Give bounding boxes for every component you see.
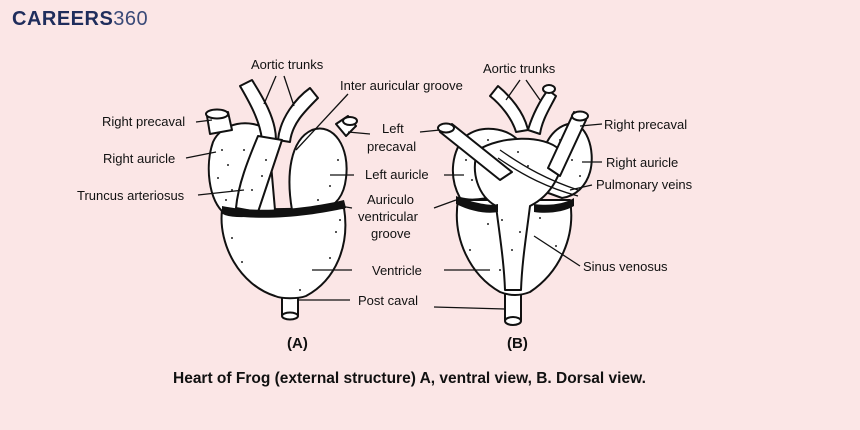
leader-right-precaval-a bbox=[195, 119, 213, 123]
aortic-trunk-left-b bbox=[489, 85, 529, 133]
brand-number: 360 bbox=[113, 8, 149, 30]
label-right-precaval-b: Right precaval bbox=[604, 117, 687, 132]
leader-av-b bbox=[433, 199, 457, 209]
label-post-caval: Post caval bbox=[358, 293, 418, 308]
av-groove-band-b bbox=[456, 196, 498, 213]
label-ventricle: Ventricle bbox=[372, 263, 422, 278]
leader-pulmonary-b bbox=[569, 184, 593, 191]
leader-aortic-b-2 bbox=[525, 79, 541, 101]
post-caval-opening-b bbox=[504, 316, 522, 326]
stipple-a bbox=[217, 149, 341, 291]
right-precaval-opening-a bbox=[205, 108, 229, 120]
aortic-trunk-right-a bbox=[239, 79, 277, 141]
label-auriculo-line3: groove bbox=[371, 226, 411, 241]
aortic-trunk-opening-b bbox=[542, 84, 556, 94]
sublabel-b: (B) bbox=[507, 335, 528, 352]
ventricle-a bbox=[220, 207, 347, 300]
leader-left-precaval-b bbox=[419, 129, 441, 133]
leader-left-precaval-a bbox=[347, 131, 371, 135]
left-precaval-opening-b bbox=[437, 122, 455, 134]
label-auriculo-line1: Auriculo bbox=[367, 192, 414, 207]
label-left-precaval-line1: Left bbox=[382, 121, 404, 136]
aortic-trunk-left-a bbox=[277, 87, 319, 143]
pulmonary-vein-b-1 bbox=[499, 149, 579, 191]
label-right-auricle-b: Right auricle bbox=[606, 155, 678, 170]
label-aortic-trunks-b: Aortic trunks bbox=[483, 61, 556, 76]
right-precaval-opening-b bbox=[571, 110, 589, 122]
label-inter-auricular-groove: Inter auricular groove bbox=[340, 78, 463, 93]
leader-truncus-a bbox=[197, 189, 245, 196]
av-groove-band-b-right bbox=[534, 198, 574, 213]
av-groove-band-a bbox=[222, 200, 346, 218]
label-left-precaval-line2: precaval bbox=[367, 139, 416, 154]
leader-right-auricle-a bbox=[185, 151, 217, 159]
leader-postcaval-b bbox=[433, 306, 506, 310]
leader-interauricular bbox=[295, 93, 349, 151]
figure-caption: Heart of Frog (external structure) A, ve… bbox=[173, 370, 646, 387]
leader-right-precaval-b bbox=[579, 123, 603, 127]
label-sinus-venosus: Sinus venosus bbox=[583, 259, 668, 274]
leader-lines bbox=[185, 75, 603, 310]
leader-av-a bbox=[339, 205, 353, 209]
leader-sinus-b bbox=[533, 235, 581, 267]
labels: Aortic trunks Right precaval Right auric… bbox=[77, 57, 693, 387]
label-truncus-arteriosus: Truncus arteriosus bbox=[77, 188, 185, 203]
leader-aortic-b bbox=[505, 79, 521, 101]
label-aortic-trunks-a: Aortic trunks bbox=[251, 57, 324, 72]
label-pulmonary-veins: Pulmonary veins bbox=[596, 177, 693, 192]
label-right-auricle-a: Right auricle bbox=[103, 151, 175, 166]
stipple-b bbox=[465, 139, 581, 271]
heart-ventral-view bbox=[205, 79, 358, 321]
label-left-auricle: Left auricle bbox=[365, 167, 429, 182]
label-auriculo-line2: ventricular bbox=[358, 209, 419, 224]
brand-logo: CAREERS360 bbox=[12, 8, 148, 31]
sublabel-a: (A) bbox=[287, 335, 308, 352]
label-right-precaval-a: Right precaval bbox=[102, 114, 185, 129]
heart-dorsal-view bbox=[437, 84, 593, 326]
leader-aortic-a bbox=[263, 75, 277, 105]
leader-aortic-a-2 bbox=[283, 75, 295, 107]
left-auricle-a bbox=[288, 127, 348, 211]
pulmonary-vein-b-2 bbox=[497, 157, 579, 197]
aortic-trunk-right-b bbox=[527, 89, 557, 135]
post-caval-opening-a bbox=[281, 311, 299, 321]
brand-name: CAREERS bbox=[12, 8, 114, 30]
left-precaval-opening-a bbox=[342, 116, 358, 126]
